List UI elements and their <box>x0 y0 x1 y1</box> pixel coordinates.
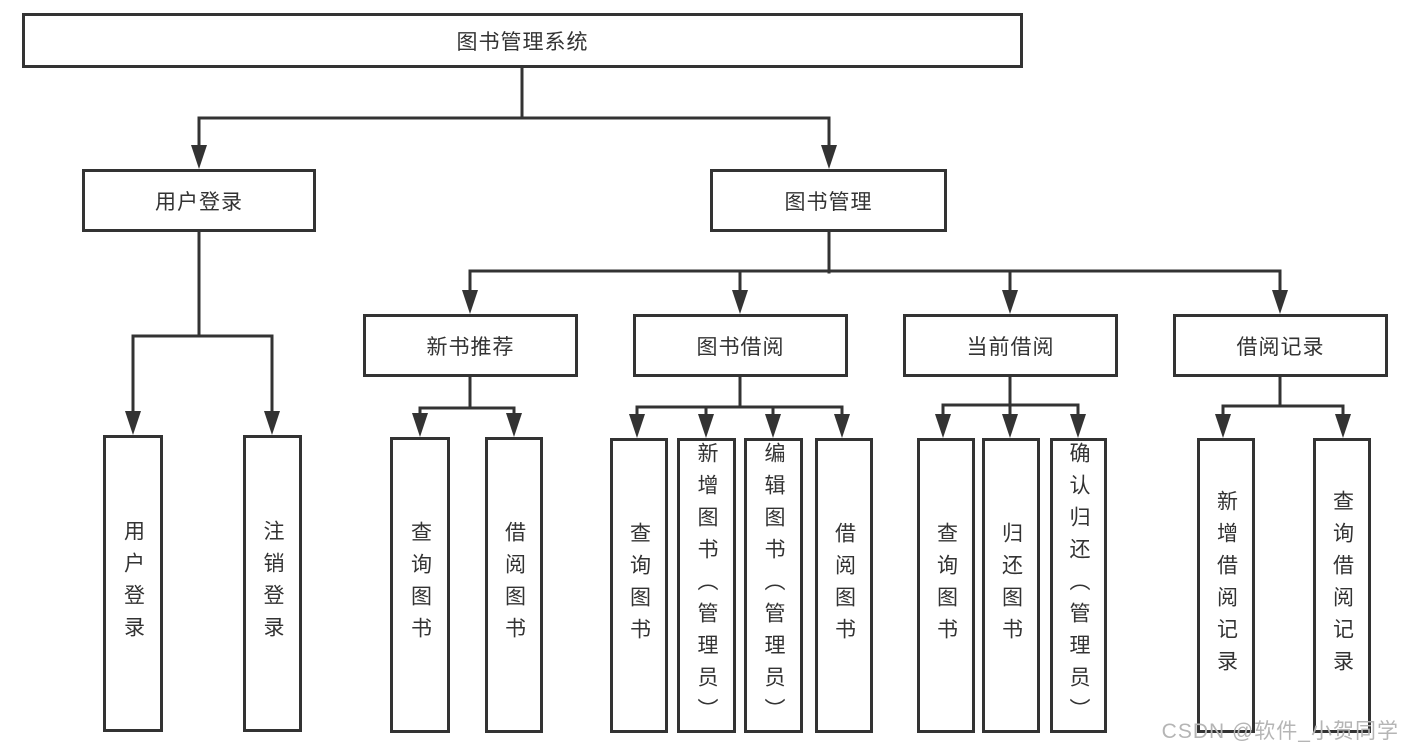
leaf-query-borrow-record: 查询借阅记录 <box>1313 438 1371 733</box>
connector-root <box>197 66 831 149</box>
arrow-icon <box>412 413 428 437</box>
leaf-add-borrow-record: 新增借阅记录 <box>1197 438 1255 733</box>
leaf-label: 查询图书 <box>934 521 958 650</box>
connector-borrow-record <box>1221 375 1345 418</box>
leaf-return-book: 归还图书 <box>982 438 1040 733</box>
leaf-label: 新增借阅记录 <box>1214 489 1238 682</box>
arrow-icon <box>765 414 781 438</box>
arrow-icon <box>264 411 280 435</box>
arrow-icon <box>1070 414 1086 438</box>
arrow-icon <box>1335 414 1351 438</box>
node-borrow-record: 借阅记录 <box>1173 314 1388 377</box>
arrow-icon <box>1272 290 1288 314</box>
leaf-edit-book-admin: 编辑图书（管理员） <box>744 438 803 733</box>
leaf-logout: 注销登录 <box>243 435 302 732</box>
node-book-borrow: 图书借阅 <box>633 314 848 377</box>
node-library-system: 图书管理系统 <box>22 13 1023 68</box>
arrow-icon <box>506 413 522 437</box>
node-user-login: 用户登录 <box>82 169 316 232</box>
leaf-label: 借阅图书 <box>832 521 856 650</box>
leaf-query-book-3: 查询图书 <box>917 438 975 733</box>
arrow-icon <box>834 414 850 438</box>
leaf-add-book-admin: 新增图书（管理员） <box>677 438 736 733</box>
arrow-icon <box>629 414 645 438</box>
leaf-user-login: 用户登录 <box>103 435 163 732</box>
connector-book-management <box>468 230 1282 294</box>
connector-current-borrow <box>941 375 1080 418</box>
arrow-icon <box>191 145 207 169</box>
watermark: CSDN @软件_小贺同学 <box>1161 720 1399 743</box>
leaf-confirm-return-admin: 确认归还（管理员） <box>1050 438 1107 733</box>
leaf-label: 新增图书（管理员） <box>695 441 718 730</box>
leaf-label: 查询图书 <box>627 521 651 650</box>
node-current-borrow: 当前借阅 <box>903 314 1118 377</box>
leaf-borrow-book-1: 借阅图书 <box>485 437 543 733</box>
leaf-label: 归还图书 <box>999 521 1023 650</box>
arrow-icon <box>125 411 141 435</box>
arrow-icon <box>732 290 748 314</box>
node-new-book-recommend: 新书推荐 <box>363 314 578 377</box>
leaf-query-book-1: 查询图书 <box>390 437 450 733</box>
arrow-icon <box>1002 414 1018 438</box>
arrow-icon <box>1215 414 1231 438</box>
arrowheads <box>125 145 1351 438</box>
arrow-icon <box>698 414 714 438</box>
leaf-query-book-2: 查询图书 <box>610 438 668 733</box>
arrow-icon <box>821 145 837 169</box>
leaf-label: 编辑图书（管理员） <box>762 441 785 730</box>
leaf-label: 借阅图书 <box>502 521 526 649</box>
arrow-icon <box>935 414 951 438</box>
node-book-management: 图书管理 <box>710 169 947 232</box>
connector-user-login <box>131 230 274 415</box>
arrow-icon <box>462 290 478 314</box>
leaf-label: 查询图书 <box>408 521 432 649</box>
connector-book-borrow <box>635 375 844 418</box>
leaf-label: 查询借阅记录 <box>1330 489 1354 682</box>
leaf-label: 确认归还（管理员） <box>1067 441 1090 730</box>
leaf-label: 注销登录 <box>261 519 284 648</box>
leaf-label: 用户登录 <box>121 519 145 648</box>
arrow-icon <box>1002 290 1018 314</box>
connector-new-book <box>418 375 516 417</box>
leaf-borrow-book-2: 借阅图书 <box>815 438 873 733</box>
